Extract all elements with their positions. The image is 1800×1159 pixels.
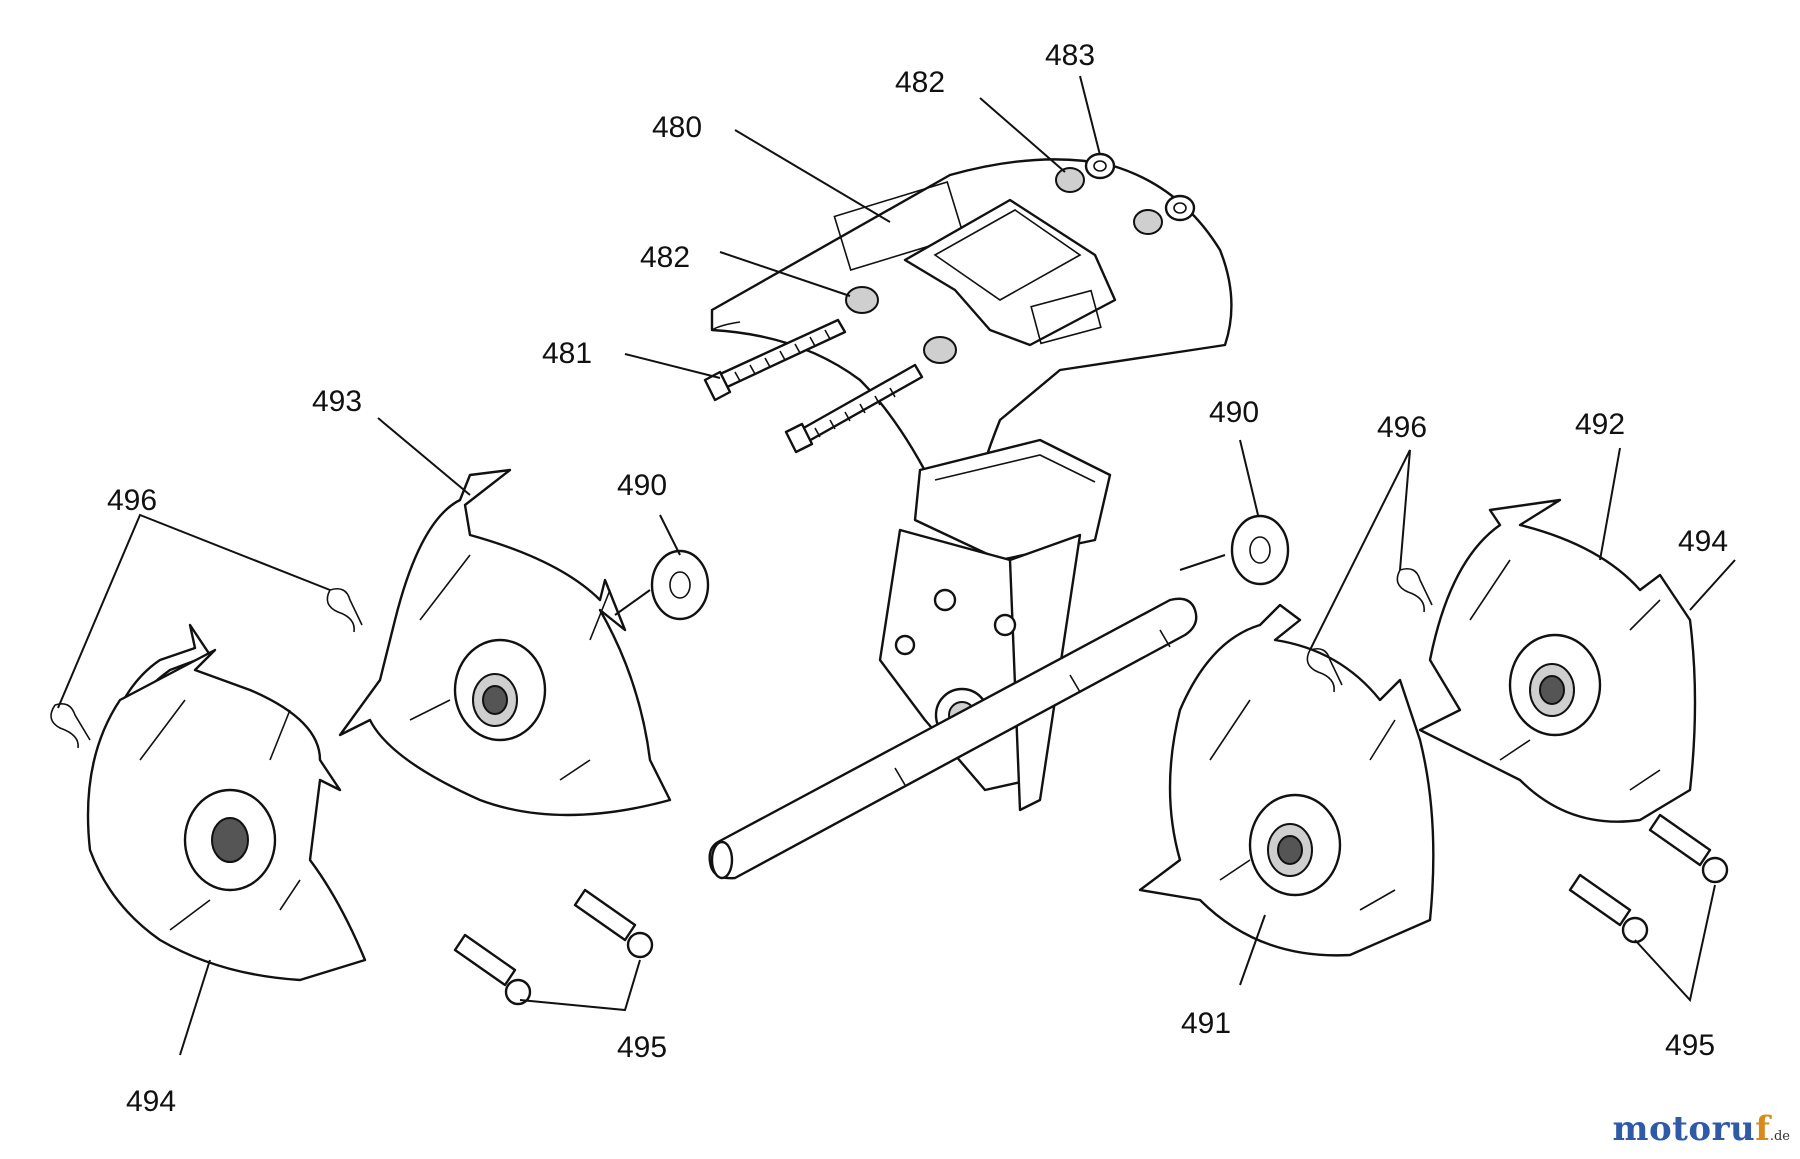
callout-492: 492 xyxy=(1575,408,1625,441)
hairpin-clips-496 xyxy=(50,567,1433,749)
watermark-tld: .de xyxy=(1769,1129,1790,1144)
callout-495-right: 495 xyxy=(1665,1029,1715,1062)
callout-494-right: 494 xyxy=(1678,525,1728,558)
callout-496-right: 496 xyxy=(1377,411,1427,444)
callout-483: 483 xyxy=(1045,39,1095,72)
callout-496-left: 496 xyxy=(107,484,157,517)
washer-490-left xyxy=(650,549,710,621)
callout-493: 493 xyxy=(312,385,362,418)
callout-491: 491 xyxy=(1181,1007,1231,1040)
callout-495-left: 495 xyxy=(617,1031,667,1064)
watermark-main: motoru xyxy=(1612,1109,1756,1149)
washer-482-right xyxy=(1133,209,1163,235)
callout-480: 480 xyxy=(652,111,702,144)
nut-483-right xyxy=(1164,194,1196,222)
clevis-pins-495 xyxy=(453,813,1729,1006)
washer-482-top xyxy=(1055,167,1085,193)
tine-494-left xyxy=(86,623,367,982)
callout-490-left: 490 xyxy=(617,469,667,502)
callout-481: 481 xyxy=(542,337,592,370)
tine-492 xyxy=(1418,498,1697,823)
callout-482-mid: 482 xyxy=(640,241,690,274)
tine-493 xyxy=(338,468,672,817)
tine-491 xyxy=(1138,603,1435,957)
spacer-washers-490 xyxy=(650,514,1290,621)
bolts-481 xyxy=(703,318,924,454)
callout-494-left: 494 xyxy=(126,1085,176,1118)
tine-shaft xyxy=(708,597,1198,880)
watermark-accent: f xyxy=(1755,1109,1770,1149)
callout-490-right: 490 xyxy=(1209,396,1259,429)
washer-490-right xyxy=(1230,514,1290,586)
washer-482-mid xyxy=(845,286,879,314)
washer-482-low xyxy=(923,336,957,364)
watermark-logo: motoruf.de xyxy=(1613,1109,1790,1149)
callout-labels: 480 481 482 482 483 490 490 491 492 493 … xyxy=(107,39,1728,1118)
nut-483 xyxy=(1084,152,1116,180)
shield-hardware xyxy=(845,152,1196,364)
callout-482-top: 482 xyxy=(895,66,945,99)
leader-lines xyxy=(57,75,1736,1056)
